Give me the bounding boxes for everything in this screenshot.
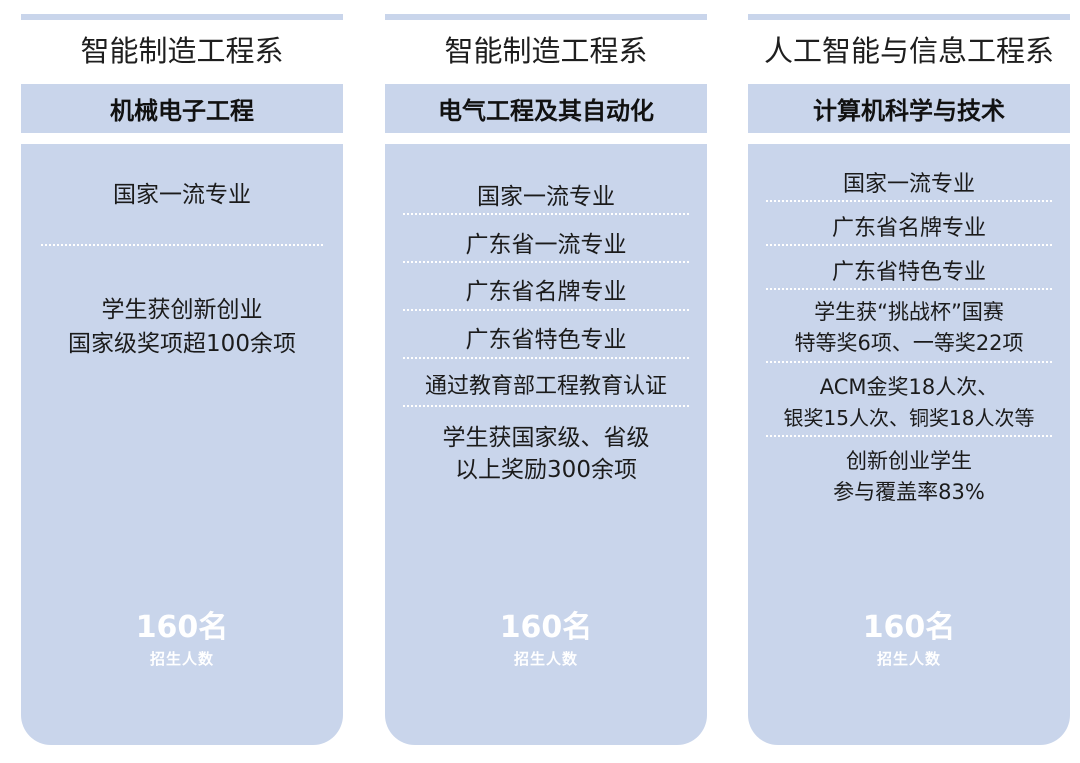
- top-accent-bar: [748, 14, 1070, 20]
- feature-item: 广东省特色专业: [831, 260, 986, 285]
- enrollment-number: 160名: [862, 610, 956, 645]
- major-title: 电气工程及其自动化: [385, 84, 707, 133]
- major-column-3: 人工智能与信息工程系 计算机科学与技术 国家一流专业 广东省名牌专业 广东省特色…: [748, 0, 1070, 763]
- divider: [766, 288, 1052, 290]
- divider: [766, 435, 1052, 437]
- feature-item: 广东省名牌专业: [465, 279, 627, 305]
- feature-item: 国家级奖项超100余项: [68, 331, 296, 357]
- enrollment-number: 160名: [135, 610, 229, 645]
- feature-item: 国家一流专业: [842, 172, 975, 197]
- top-accent-bar: [21, 14, 343, 20]
- divider: [41, 244, 323, 246]
- divider: [403, 213, 689, 215]
- major-column-2: 智能制造工程系 电气工程及其自动化 国家一流专业 广东省一流专业 广东省名牌专业…: [385, 0, 707, 763]
- enrollment-label: 招生人数: [876, 650, 941, 668]
- feature-item: 银奖15人次、铜奖18人次等: [783, 406, 1035, 430]
- feature-card: 国家一流专业 学生获创新创业 国家级奖项超100余项 160名 招生人数: [21, 144, 343, 745]
- divider: [766, 361, 1052, 363]
- feature-item: 学生获国家级、省级: [442, 425, 650, 451]
- divider: [403, 357, 689, 359]
- feature-item: 通过教育部工程教育认证: [424, 374, 667, 399]
- major-title: 计算机科学与技术: [748, 84, 1070, 133]
- enrollment-label: 招生人数: [149, 650, 214, 668]
- divider: [403, 405, 689, 407]
- divider: [766, 244, 1052, 246]
- feature-item: 广东省一流专业: [465, 232, 627, 258]
- feature-card: 国家一流专业 广东省名牌专业 广东省特色专业 学生获“挑战杯”国赛 特等奖6项、…: [748, 144, 1070, 745]
- major-column-1: 智能制造工程系 机械电子工程 国家一流专业 学生获创新创业 国家级奖项超100余…: [21, 0, 343, 763]
- feature-card: 国家一流专业 广东省一流专业 广东省名牌专业 广东省特色专业 通过教育部工程教育…: [385, 144, 707, 745]
- feature-item: 国家一流专业: [477, 184, 615, 210]
- feature-item: 创新创业学生: [846, 449, 972, 473]
- department-title: 智能制造工程系: [444, 34, 648, 68]
- feature-item: 广东省特色专业: [465, 327, 627, 353]
- enrollment-label: 招生人数: [513, 650, 578, 668]
- feature-item: 参与覆盖率83%: [833, 480, 985, 504]
- feature-item: 以上奖励300余项: [455, 457, 637, 483]
- top-accent-bar: [385, 14, 707, 20]
- department-title: 人工智能与信息工程系: [763, 34, 1054, 68]
- feature-item: 特等奖6项、一等奖22项: [794, 331, 1024, 355]
- feature-item: ACM金奖18人次、: [819, 375, 999, 399]
- feature-item: 国家一流专业: [113, 182, 251, 208]
- feature-item: 学生获“挑战杯”国赛: [814, 300, 1004, 324]
- divider: [403, 261, 689, 263]
- major-title: 机械电子工程: [21, 84, 343, 133]
- enrollment-number: 160名: [499, 610, 593, 645]
- feature-item: 广东省名牌专业: [831, 216, 986, 241]
- department-title: 智能制造工程系: [80, 34, 284, 68]
- divider: [403, 309, 689, 311]
- feature-item: 学生获创新创业: [101, 297, 263, 323]
- divider: [766, 200, 1052, 202]
